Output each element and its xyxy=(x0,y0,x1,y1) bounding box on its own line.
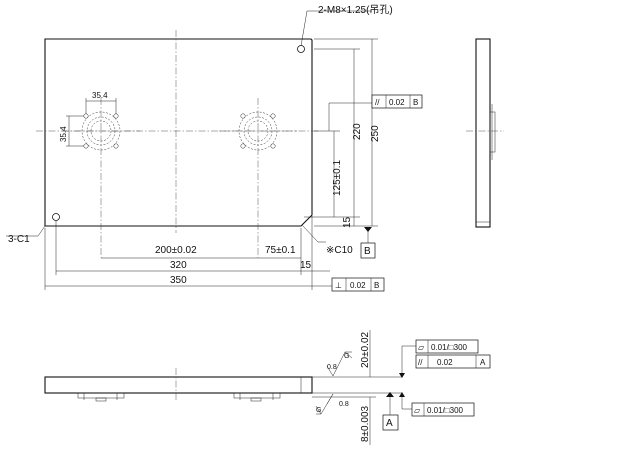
hole-span-label: 320 xyxy=(170,260,187,271)
height-overall-label: 250 xyxy=(370,125,381,142)
flatness-bottom-symbol: ▱ xyxy=(414,406,421,415)
datum-a: A xyxy=(382,392,399,431)
parallelism-datum: B xyxy=(413,98,418,107)
pitch-x-dimension: 35.4 xyxy=(85,91,117,114)
bolt-hole xyxy=(113,113,119,119)
chamfer-note: 3-C1 xyxy=(8,234,30,245)
roughness-top-letter: G xyxy=(344,353,349,360)
parallelism-a-datum: A xyxy=(480,358,486,367)
bolt-hole xyxy=(240,113,246,119)
front-view: 20±0.02 8±0.003 0.8 G 0.8 G ▱ 0.01/□300 xyxy=(44,330,491,445)
roughness-bottom: 0.8 G xyxy=(315,393,349,415)
datum-b: B xyxy=(360,227,376,259)
lifting-hole-bottom xyxy=(52,213,60,221)
flatness-frame-bottom: ▱ 0.01/□300 xyxy=(399,392,475,417)
thickness-bottom-label: 8±0.003 xyxy=(360,405,371,442)
pitch-x-label: 35.4 xyxy=(92,91,108,100)
height-inner-label: 220 xyxy=(352,123,363,140)
bottom-offset-label: 15 xyxy=(342,216,353,228)
plan-view: 2-M8×1.25(吊孔) 3-C1 35.4 35.4 xyxy=(6,4,423,292)
bolt-hole xyxy=(240,143,246,149)
datum-a-label: A xyxy=(386,418,393,429)
edge-small-label: 15 xyxy=(300,260,312,271)
thread-note-leader xyxy=(300,10,372,47)
chamfer-note-leader xyxy=(6,225,46,237)
hole-spacing-label: 200±0.02 xyxy=(155,245,197,256)
lifting-hole-top xyxy=(297,45,305,53)
parallelism-symbol: // xyxy=(375,98,380,107)
bolt-hole xyxy=(270,113,276,119)
parallelism-frame-a: // 0.02 A xyxy=(415,354,491,369)
perpendicularity-frame: ⊥ 0.02 B xyxy=(312,277,385,292)
roughness-top: 0.8 G xyxy=(326,351,353,377)
flatness-frame-top: ▱ 0.01/□300 xyxy=(399,339,479,378)
side-view xyxy=(466,38,504,228)
flatness-top-value: 0.01/□300 xyxy=(431,343,468,352)
bolt-hole xyxy=(270,143,276,149)
perpendicularity-datum: B xyxy=(374,281,379,290)
roughness-bottom-letter: G xyxy=(316,407,321,414)
bolt-hole xyxy=(83,143,89,149)
roughness-top-value: 0.8 xyxy=(327,364,337,371)
parallelism-a-value: 0.02 xyxy=(437,358,453,367)
parallelism-value: 0.02 xyxy=(389,98,405,107)
edge-to-hole-label: 75±0.1 xyxy=(265,245,296,256)
left-lug xyxy=(77,392,125,402)
parallelism-frame: // 0.02 B xyxy=(328,94,423,131)
flatness-bottom-value: 0.01/□300 xyxy=(427,406,464,415)
thickness-top-label: 20±0.02 xyxy=(360,331,371,368)
bottom-dimensions xyxy=(44,216,330,290)
datum-b-label: B xyxy=(364,246,371,257)
pitch-y-label: 35.4 xyxy=(59,126,68,142)
bolt-hole xyxy=(113,143,119,149)
perpendicularity-symbol: ⊥ xyxy=(335,281,342,290)
corner-note: ※C10 xyxy=(326,245,353,256)
bolt-hole xyxy=(83,113,89,119)
corner-note-leader xyxy=(301,224,326,243)
roughness-bottom-value: 0.8 xyxy=(339,401,349,408)
parallelism-a-symbol: // xyxy=(418,358,423,367)
right-dimensions xyxy=(304,38,378,227)
pitch-y-dimension: 35.4 xyxy=(59,115,84,147)
side-outline xyxy=(475,38,491,228)
right-hole-pattern xyxy=(219,98,297,258)
right-lug xyxy=(233,392,281,402)
front-outline xyxy=(44,376,313,394)
hole-height-label: 125±0.1 xyxy=(332,159,343,196)
side-boss xyxy=(489,111,496,153)
perpendicularity-value: 0.02 xyxy=(350,281,366,290)
thread-note: 2-M8×1.25(吊孔) xyxy=(318,4,393,16)
flatness-top-symbol: ▱ xyxy=(418,343,425,352)
overall-width-label: 350 xyxy=(170,275,187,286)
left-hole-pattern xyxy=(62,98,140,258)
